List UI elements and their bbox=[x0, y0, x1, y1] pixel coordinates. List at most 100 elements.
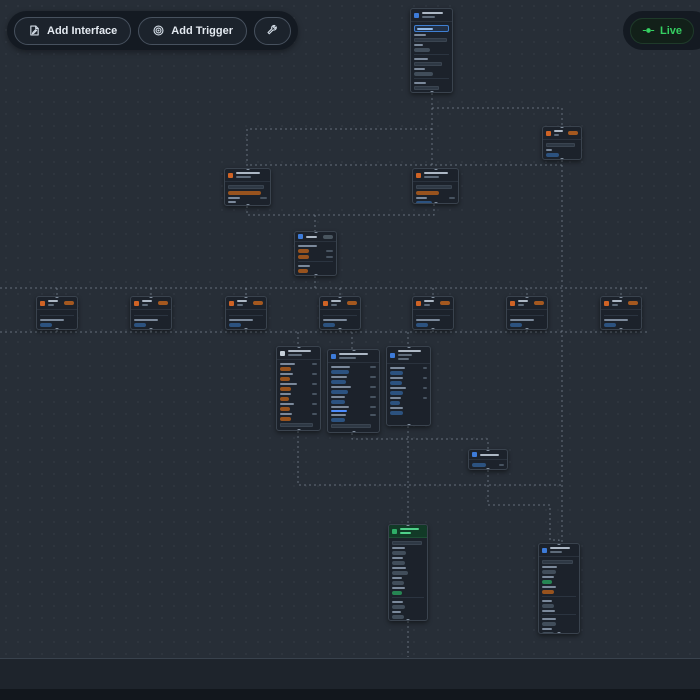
port-bottom[interactable] bbox=[244, 328, 248, 329]
node-title bbox=[422, 11, 449, 19]
add-interface-button[interactable]: Add Interface bbox=[14, 16, 132, 45]
node-field-row bbox=[414, 44, 449, 46]
node-header bbox=[539, 544, 579, 557]
port-bottom[interactable] bbox=[560, 158, 564, 159]
tools-button[interactable] bbox=[254, 16, 292, 45]
config-node-b[interactable] bbox=[327, 349, 380, 433]
node-field-row bbox=[392, 597, 424, 598]
sheets-node[interactable] bbox=[388, 524, 428, 621]
node-title bbox=[518, 299, 531, 307]
app-icon bbox=[390, 352, 395, 358]
app-icon bbox=[228, 172, 233, 178]
port-bottom[interactable] bbox=[245, 204, 250, 205]
node-badge bbox=[440, 301, 450, 305]
config-node-c[interactable] bbox=[386, 346, 431, 426]
trigger-node[interactable] bbox=[410, 8, 453, 93]
node-header bbox=[277, 347, 320, 360]
port-bottom[interactable] bbox=[429, 91, 434, 92]
action-node-mid[interactable] bbox=[412, 168, 459, 204]
port-bottom[interactable] bbox=[149, 328, 153, 329]
canvas-toolbar: Add Interface Add Trigger bbox=[7, 11, 299, 50]
node-field-row bbox=[414, 54, 449, 55]
node-field-row bbox=[331, 414, 376, 416]
node-field-row bbox=[331, 424, 376, 428]
port-bottom[interactable] bbox=[431, 328, 435, 329]
port-bottom[interactable] bbox=[55, 328, 59, 329]
node-body bbox=[413, 310, 453, 330]
node-field-row bbox=[390, 411, 427, 415]
port-bottom[interactable] bbox=[619, 328, 623, 329]
formatter-node[interactable] bbox=[468, 449, 508, 470]
node-field-row bbox=[331, 386, 376, 388]
node-field-row bbox=[298, 245, 333, 247]
action-node-right[interactable] bbox=[542, 126, 582, 160]
port-bottom[interactable] bbox=[406, 619, 410, 620]
node-body bbox=[37, 310, 77, 330]
node-field-row bbox=[280, 367, 317, 371]
node-field-row bbox=[604, 323, 638, 327]
node-field-row bbox=[40, 319, 74, 321]
node-field-row bbox=[416, 319, 450, 321]
node-field-row bbox=[392, 551, 424, 555]
node-body bbox=[411, 22, 452, 92]
path-node-7[interactable] bbox=[600, 296, 642, 330]
app-icon bbox=[472, 452, 477, 457]
node-header bbox=[507, 297, 547, 310]
config-node-a[interactable] bbox=[276, 346, 321, 431]
port-bottom[interactable] bbox=[406, 424, 411, 425]
node-field-row bbox=[414, 62, 449, 66]
node-field-row bbox=[280, 413, 317, 415]
node-field-row bbox=[331, 418, 376, 422]
port-bottom[interactable] bbox=[313, 274, 318, 275]
node-title bbox=[331, 299, 344, 307]
node-field-row bbox=[298, 275, 333, 276]
bottom-right-node[interactable] bbox=[538, 543, 580, 634]
node-body bbox=[320, 310, 360, 329]
node-field-row bbox=[472, 463, 504, 467]
node-field-row bbox=[542, 586, 576, 588]
app-icon bbox=[134, 300, 139, 306]
live-button[interactable]: Live bbox=[629, 17, 694, 44]
port-bottom[interactable] bbox=[351, 431, 356, 432]
app-icon bbox=[542, 547, 547, 553]
node-title bbox=[306, 235, 320, 239]
node-header bbox=[328, 350, 379, 363]
node-field-row bbox=[414, 34, 449, 36]
node-field-row bbox=[414, 48, 449, 52]
action-node-left[interactable] bbox=[224, 168, 271, 206]
add-trigger-button[interactable]: Add Trigger bbox=[138, 16, 248, 45]
app-icon bbox=[414, 12, 419, 18]
port-bottom[interactable] bbox=[525, 328, 529, 329]
node-badge bbox=[628, 301, 638, 305]
node-body bbox=[413, 182, 458, 203]
port-bottom[interactable] bbox=[296, 429, 301, 430]
path-node-2[interactable] bbox=[130, 296, 172, 330]
node-field-row bbox=[416, 191, 455, 195]
port-bottom[interactable] bbox=[486, 468, 490, 469]
node-field-row bbox=[546, 153, 578, 157]
node-header bbox=[413, 169, 458, 182]
node-field-row bbox=[228, 197, 267, 199]
path-node-4[interactable] bbox=[319, 296, 361, 330]
path-node-3[interactable] bbox=[225, 296, 267, 330]
port-bottom[interactable] bbox=[557, 632, 561, 633]
path-node-1[interactable] bbox=[36, 296, 78, 330]
node-field-row bbox=[40, 329, 74, 330]
node-field-row bbox=[390, 387, 427, 389]
node-field-row bbox=[390, 401, 427, 405]
app-icon bbox=[416, 172, 421, 178]
path-node-6[interactable] bbox=[506, 296, 548, 330]
node-field-row bbox=[542, 604, 576, 608]
node-field-row bbox=[416, 185, 455, 189]
edge bbox=[487, 470, 560, 543]
workflow-canvas[interactable] bbox=[0, 0, 700, 658]
app-icon bbox=[510, 300, 515, 306]
path-node-5[interactable] bbox=[412, 296, 454, 330]
port-bottom[interactable] bbox=[433, 202, 438, 203]
edge bbox=[432, 107, 563, 126]
port-bottom[interactable] bbox=[338, 328, 342, 329]
node-field-row bbox=[416, 329, 450, 330]
node-header bbox=[469, 450, 507, 460]
filter-node[interactable] bbox=[294, 231, 337, 276]
node-field-row bbox=[229, 319, 263, 321]
